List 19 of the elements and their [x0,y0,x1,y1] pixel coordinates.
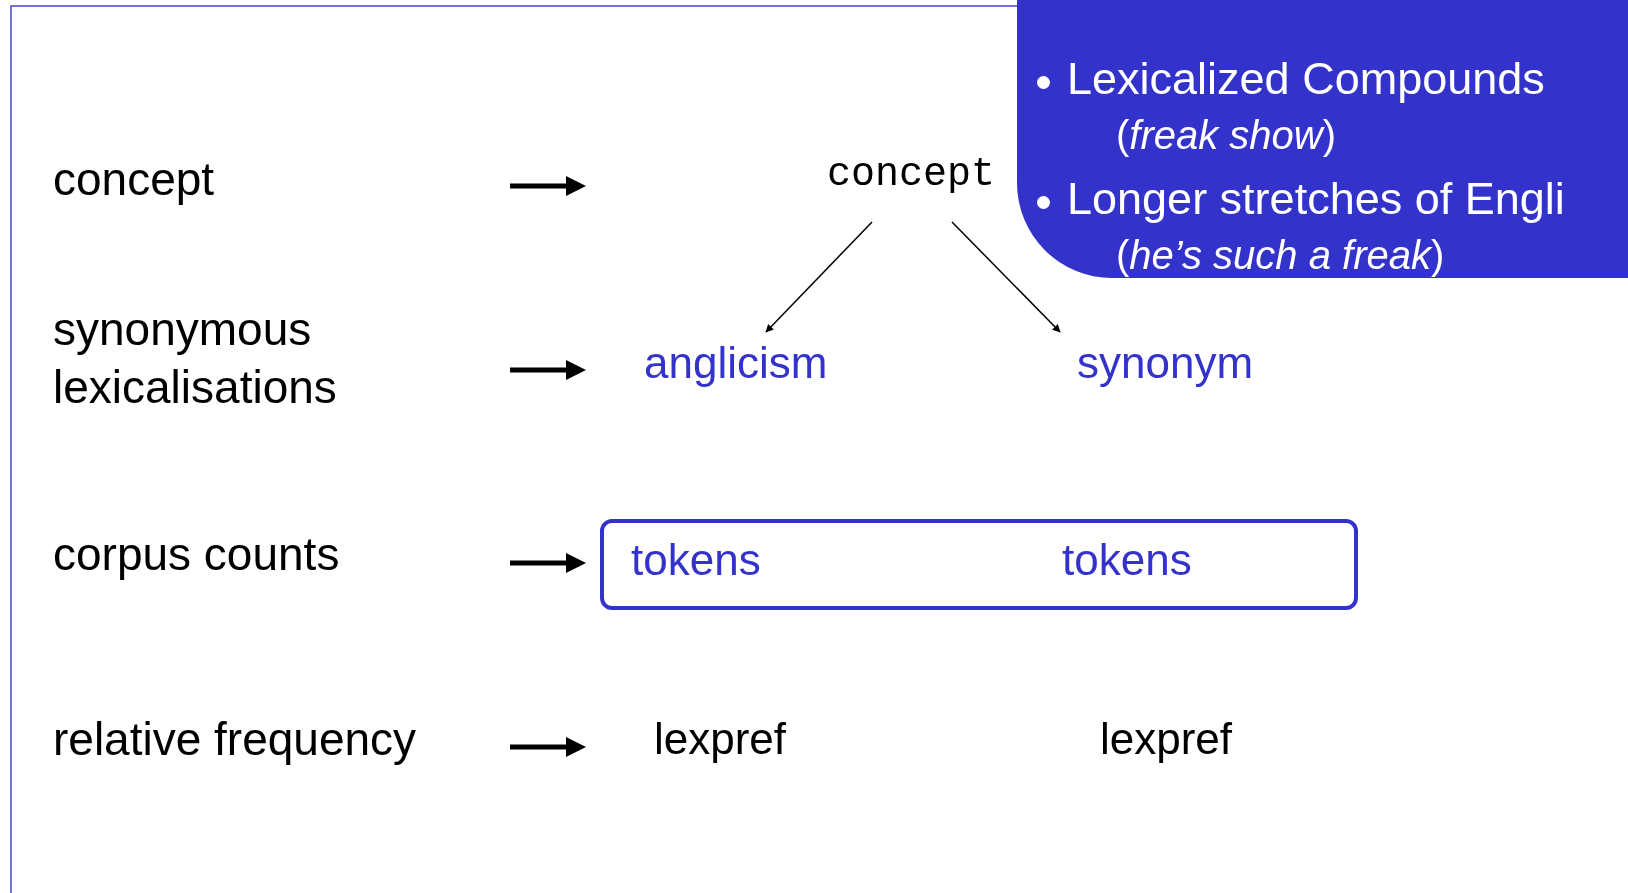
concept-term: concept [826,152,995,197]
arrow [951,221,1061,333]
bullet-text: Longer stretches of Engli [1067,173,1565,224]
lexicalisation-term: synonym [1077,338,1254,388]
lexpref-value: lexpref [1100,714,1233,764]
counts-box [600,519,1358,610]
bullet-text: Lexicalized Compounds [1067,53,1545,104]
row-label: relative frequency [53,712,418,767]
row-label: synonymous lexicalisations [53,302,338,415]
token-count: tokens [1062,535,1192,585]
row-label: corpus counts [53,527,341,582]
token-count: tokens [631,535,761,585]
lexicalisation-term: anglicism [644,338,828,388]
row-label: concept [53,152,216,207]
example-text: (freak show) [1116,113,1337,157]
callout-panel [1017,0,1628,278]
arrow [765,221,873,333]
example-text: (he’s such a freak) [1116,233,1445,277]
lexpref-value: lexpref [654,714,787,764]
